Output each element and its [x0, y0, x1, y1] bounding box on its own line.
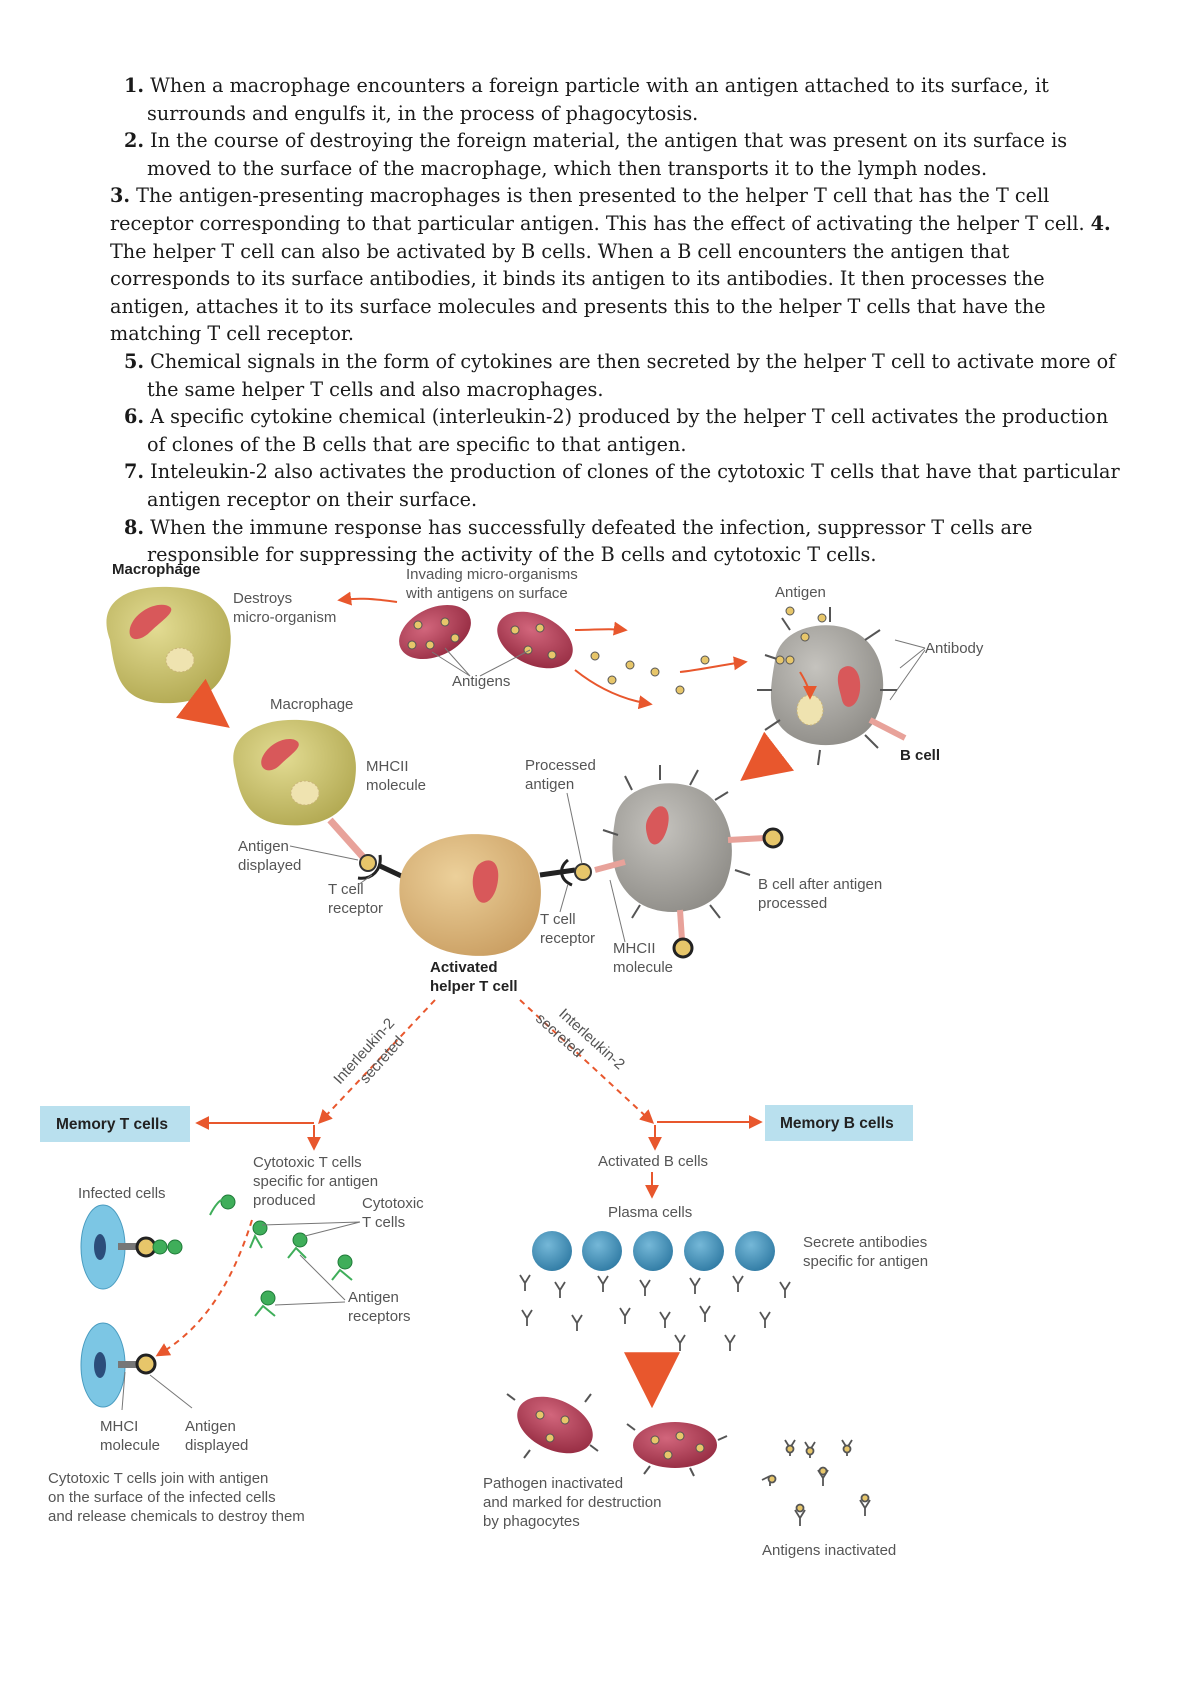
free-antigens: [590, 651, 710, 695]
pathogen-inactivated-3: by phagocytes: [483, 1513, 580, 1530]
pathogen-inactivated-2: and marked for destruction: [483, 1494, 661, 1511]
secrete-2: specific for antigen: [803, 1253, 928, 1270]
secreted-antibodies: [519, 1274, 791, 1351]
step-7: 7. Inteleukin-2 also activates the produ…: [124, 460, 1120, 511]
invading-label-1: Invading micro-organisms: [406, 566, 578, 583]
tcell-receptor-2b: receptor: [540, 930, 595, 947]
antigen-receptors-1: Antigen: [348, 1289, 399, 1306]
infected-cells-label: Infected cells: [78, 1185, 166, 1202]
step-3-4: 3. The antigen-presenting macrophages is…: [110, 184, 1111, 346]
antigen-receptors-2: receptors: [348, 1308, 411, 1325]
mhcii-label-1: MHCII: [366, 758, 409, 775]
b-cell-processed: [594, 765, 784, 959]
inactivated-pathogen-1: [506, 1393, 599, 1459]
activated-helper-1: Activated: [430, 959, 498, 976]
b-cell-label: B cell: [900, 747, 940, 764]
activated-helper-2: helper T cell: [430, 978, 518, 995]
destroys-label-2: micro-organism: [233, 609, 336, 626]
tcell-receptor-1b: receptor: [328, 900, 383, 917]
memory-b-label: Memory B cells: [780, 1115, 894, 1132]
infected-cell-2: [80, 1322, 157, 1408]
cytotoxic-produced-1: Cytotoxic T cells: [253, 1154, 362, 1171]
memory-t-label: Memory T cells: [56, 1116, 168, 1133]
helper-t-cell: [399, 834, 541, 956]
macrophage2-label: Macrophage: [270, 696, 353, 713]
b-cell-top: [757, 606, 907, 766]
cytotoxic-join-2: on the surface of the infected cells: [48, 1489, 276, 1506]
b-cell-after-2: processed: [758, 895, 827, 912]
infected-cell-1: [80, 1204, 183, 1290]
antigen-displayed-1: Antigen: [238, 838, 289, 855]
activated-b-label: Activated B cells: [598, 1153, 708, 1170]
antibody-label: Antibody: [925, 640, 984, 657]
memory-b-box: [765, 1105, 913, 1141]
cytotoxic-join-3: and release chemicals to destroy them: [48, 1508, 305, 1525]
destroys-label-1: Destroys: [233, 590, 292, 607]
memory-t-box: [40, 1106, 190, 1142]
step-2: 2. In the course of destroying the forei…: [124, 129, 1068, 180]
antigen-displayed2-2: displayed: [185, 1437, 248, 1454]
plasma-cells-label: Plasma cells: [608, 1204, 692, 1221]
cytotoxic-produced-3: produced: [253, 1192, 316, 1209]
macrophage-presenting: [233, 719, 382, 880]
step-8: 8. When the immune response has successf…: [124, 515, 1033, 567]
tcell-receptor-2a: T cell: [540, 911, 576, 928]
antigen-label: Antigen: [775, 584, 826, 601]
antigen-displayed2-1: Antigen: [185, 1418, 236, 1435]
macrophage-title: Macrophage: [112, 561, 200, 578]
inactivated-antigens: [761, 1439, 871, 1526]
invading-label-2: with antigens on surface: [405, 585, 568, 602]
cytotoxic-t-1: Cytotoxic: [362, 1195, 424, 1212]
step-1: 1. When a macrophage encounters a foreig…: [124, 74, 1049, 125]
antigens-inactivated-label: Antigens inactivated: [762, 1542, 896, 1559]
mhci-1: MHCI: [100, 1418, 138, 1435]
step-5: 5. Chemical signals in the form of cytok…: [124, 349, 1116, 401]
mhcii-label-2: molecule: [366, 777, 426, 794]
pathogen-inactivated-1: Pathogen inactivated: [483, 1475, 623, 1492]
processed-antigen-1: Processed: [525, 757, 596, 774]
cytotoxic-t-2: T cells: [362, 1214, 405, 1231]
numbered-steps: 1. When a macrophage encounters a foreig…: [110, 72, 1130, 569]
mhcii-2b: molecule: [613, 959, 673, 976]
antigens-label: Antigens: [452, 673, 510, 690]
macrophage-cell: [106, 586, 231, 704]
mhcii-2a: MHCII: [613, 940, 656, 957]
cytotoxic-produced-2: specific for antigen: [253, 1173, 378, 1190]
inactivated-pathogen-2: [626, 1422, 728, 1477]
tcell-receptor-1a: T cell: [328, 881, 364, 898]
secrete-1: Secrete antibodies: [803, 1234, 927, 1251]
antigen-displayed-2: displayed: [238, 857, 301, 874]
cytotoxic-join-1: Cytotoxic T cells join with antigen: [48, 1470, 268, 1487]
cytotoxic-t-cells: [209, 1194, 353, 1317]
step-6: 6. A specific cytokine chemical (interle…: [124, 405, 1109, 456]
microbe-2: [497, 611, 573, 669]
microbe-1: [399, 604, 471, 660]
plasma-cells: [532, 1231, 775, 1271]
b-cell-after-1: B cell after antigen: [758, 876, 882, 893]
processed-antigen-2: antigen: [525, 776, 574, 793]
mhci-2: molecule: [100, 1437, 160, 1454]
